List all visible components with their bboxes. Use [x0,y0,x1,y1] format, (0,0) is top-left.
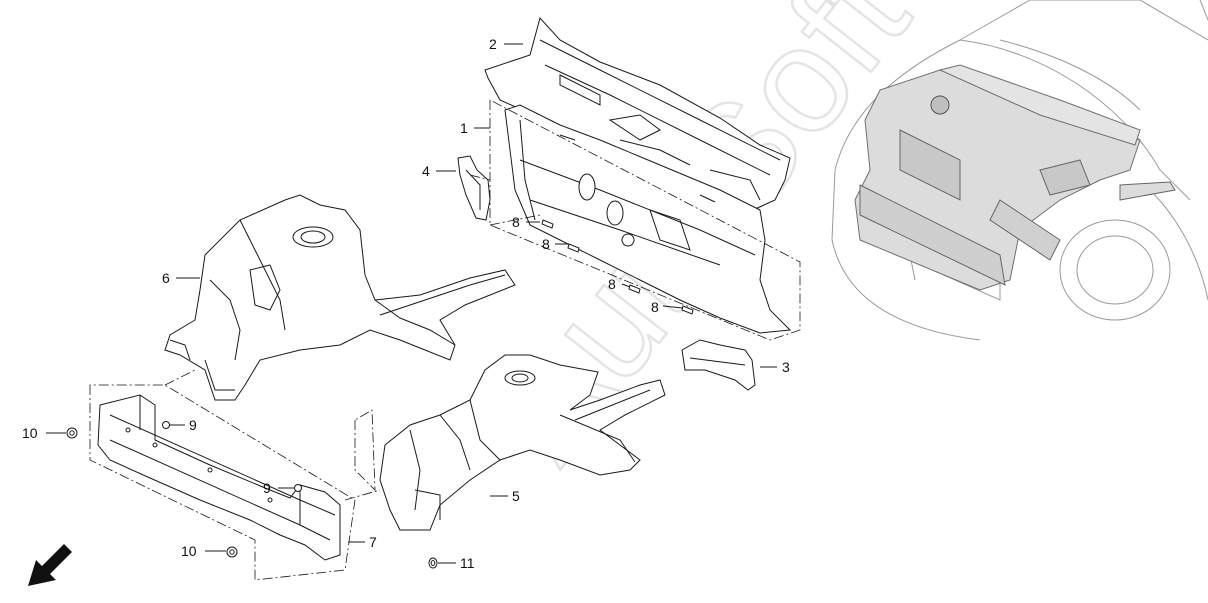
dash-bracket-part-3 [681,339,756,391]
callout-5: 5 [512,488,520,504]
cowl-top-panel [484,16,791,219]
front-bumper-beam-part-7 [97,394,341,561]
callout-1: 1 [460,120,468,136]
callout-10: 10 [22,425,38,441]
callout-8: 8 [542,236,550,252]
callout-2: 2 [489,36,497,52]
side-bracket-part-4 [457,155,491,221]
callout-11: 11 [460,555,475,571]
arrow-down-left-icon [28,544,72,586]
left-front-side-member-part-6 [164,194,516,401]
callout-6: 6 [162,270,170,286]
fasteners-8 [541,219,694,315]
callout-8: 8 [651,299,659,315]
nut-9-lower [294,484,302,492]
nut-9-upper [162,421,170,429]
callout-8: 8 [512,214,520,230]
callout-3: 3 [782,359,790,375]
callout-10: 10 [181,543,197,559]
callout-9: 9 [263,480,271,496]
callout-8: 8 [608,276,616,292]
vehicle-inset [831,0,1208,341]
dash-panel [504,104,792,334]
leader-lines [46,43,777,564]
right-front-side-member-part-5 [379,354,666,531]
nut-10-upper [66,427,78,439]
callout-7: 7 [369,534,377,550]
assembly-guide-lines [89,99,801,581]
callout-4: 4 [422,163,430,179]
nut-10-lower [226,546,238,558]
callout-9: 9 [189,417,197,433]
nuts [66,421,438,569]
grommet-11 [428,557,438,569]
